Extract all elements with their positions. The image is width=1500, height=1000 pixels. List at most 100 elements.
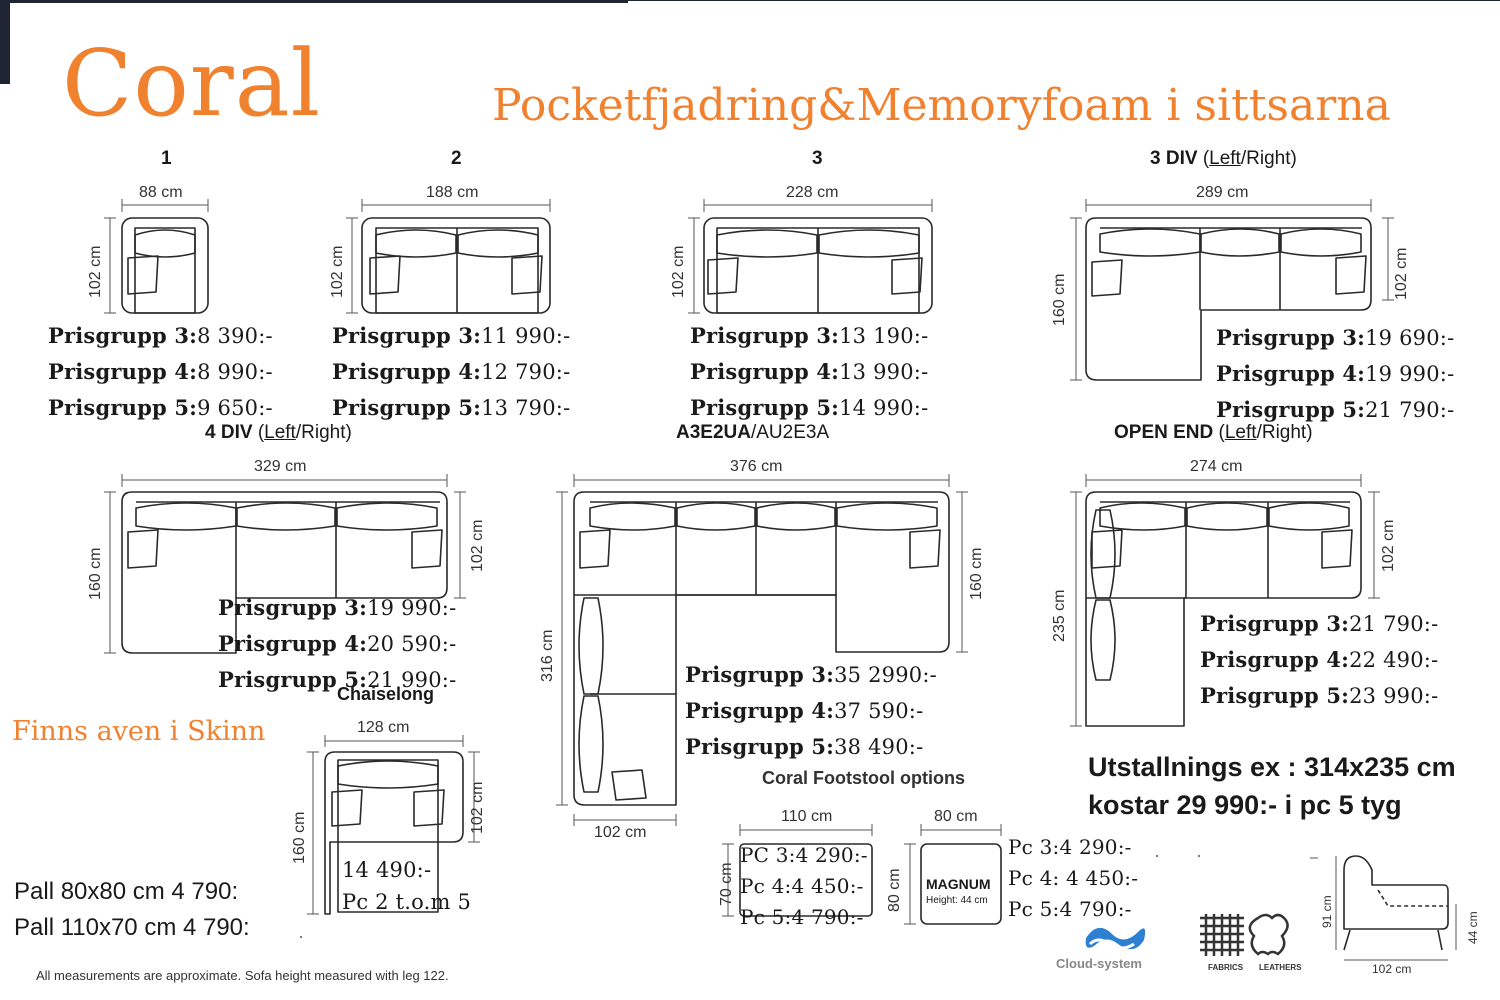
- module-corner-prices: Prisgrupp 3:35 2990:- Prisgrupp 4:37 590…: [685, 657, 937, 765]
- module-1-width: 88 cm: [139, 184, 183, 201]
- footstool-magnum-prices: Pc 3:4 290:- Pc 4: 4 450:- Pc 5:4 790:-: [1008, 832, 1138, 925]
- price-value: 19 990:-: [367, 596, 457, 620]
- price-label: Prisgrupp 5:: [218, 667, 368, 692]
- footstool-price: PC 3:4 290:-: [740, 843, 868, 867]
- module-chaiselong-drawing: [324, 751, 464, 915]
- price-label: Prisgrupp 4:: [685, 698, 835, 723]
- module-openend-prices: Prisgrupp 3:21 790:- Prisgrupp 4:22 490:…: [1200, 606, 1438, 714]
- price-value: 35 2990:-: [834, 663, 937, 687]
- module-3-drawing: [703, 217, 933, 314]
- module-3-width: 228 cm: [786, 184, 839, 201]
- module-corner-header: A3E2UA/AU2E3A: [676, 422, 829, 444]
- cloud-system-label: Cloud-system: [1056, 956, 1142, 971]
- header-left: Left: [1209, 148, 1241, 169]
- price-value: 13 190:-: [839, 324, 929, 348]
- price-value: 8 990:-: [197, 360, 273, 384]
- module-3-prices: Prisgrupp 3:13 190:- Prisgrupp 4:13 990:…: [690, 318, 928, 426]
- footstool-price: Pc 4:4 450:-: [740, 874, 864, 898]
- header-right: /Right): [1256, 422, 1313, 443]
- price-value: 13 990:-: [839, 360, 929, 384]
- top-rule: [10, 0, 628, 3]
- module-3div-depth-left: 160 cm: [1051, 273, 1068, 326]
- price-value: 9 650:-: [197, 396, 273, 420]
- module-openend-header: OPEN END (Left/Right): [1114, 422, 1313, 444]
- magnum-height: Height: 44 cm: [926, 895, 988, 906]
- price-value: 11 990:-: [481, 324, 571, 348]
- module-4div-header: 4 DIV (Left/Right): [205, 422, 352, 444]
- price-label: Prisgrupp 3:: [218, 595, 368, 620]
- footstool-title: Coral Footstool options: [762, 768, 965, 788]
- module-3div-prices: Prisgrupp 3:19 690:- Prisgrupp 4:19 990:…: [1216, 320, 1454, 428]
- module-2-drawing: [361, 217, 551, 314]
- header-open: (: [1202, 148, 1210, 169]
- header-rest: /AU2E3A: [750, 422, 830, 443]
- chaiselong-header: Chaiselong: [337, 684, 435, 704]
- pall-line: Pall 80x80 cm 4 790:: [14, 878, 239, 905]
- price-value: 22 490:-: [1349, 648, 1439, 672]
- price-label: Prisgrupp 5:: [1200, 683, 1350, 708]
- module-2-header: 2: [451, 148, 462, 169]
- price-value: 20 590:-: [367, 632, 457, 656]
- price-label: Prisgrupp 3:: [332, 323, 482, 348]
- price-value: 21 790:-: [1365, 398, 1455, 422]
- price-value: 8 390:-: [197, 324, 273, 348]
- footstool-left-depth: 70 cm: [718, 862, 735, 906]
- footstool-magnum-depth: 80 cm: [886, 868, 903, 912]
- price-label: Prisgrupp 4:: [332, 359, 482, 384]
- side-view-seat: 44 cm: [1466, 911, 1480, 944]
- price-label: Prisgrupp 5:: [685, 734, 835, 759]
- module-4div-width: 329 cm: [254, 458, 307, 475]
- header-open: (: [257, 422, 265, 443]
- header-left: Left: [264, 422, 296, 443]
- page-title: Coral: [62, 30, 322, 137]
- leathers-logo: [1248, 913, 1289, 956]
- price-label: Prisgrupp 3:: [690, 323, 840, 348]
- dimension-lines: [104, 199, 1457, 961]
- module-2-depth: 102 cm: [329, 245, 346, 298]
- leathers-label: LEATHERS: [1259, 963, 1302, 972]
- module-2-width: 188 cm: [426, 184, 479, 201]
- exhibition-note: Utstallnings ex : 314x235 cm kostar 29 9…: [1088, 748, 1456, 824]
- top-rule-thin: [628, 0, 1500, 1]
- magnum-name: MAGNUM: [926, 876, 991, 892]
- header-right: /Right): [295, 422, 352, 443]
- footer-disclaimer: All measurements are approximate. Sofa h…: [36, 968, 449, 983]
- module-1-drawing: [121, 217, 209, 314]
- exhibition-line: Utstallnings ex : 314x235 cm: [1088, 752, 1456, 782]
- header-right: /Right): [1240, 148, 1297, 169]
- price-value: 19 990:-: [1365, 362, 1455, 386]
- module-1-header: 1: [161, 148, 172, 169]
- module-openend-depth-left: 235 cm: [1051, 589, 1068, 642]
- module-3div-drawing: [1085, 217, 1372, 381]
- price-label: Prisgrupp 3:: [685, 662, 835, 687]
- module-corner-depth-right: 160 cm: [968, 547, 985, 600]
- cloud-system-logo: [1085, 927, 1146, 950]
- footstool-magnum-width: 80 cm: [934, 808, 978, 825]
- price-label: Prisgrupp 4:: [690, 359, 840, 384]
- chaiselong-depth-left: 160 cm: [291, 811, 308, 864]
- price-value: 21 790:-: [1349, 612, 1439, 636]
- side-view-drawing: [1343, 855, 1449, 951]
- page-subtitle: Pocketfjadring&Memoryfoam i sittsarna: [492, 80, 1391, 131]
- header-left: Left: [1224, 422, 1257, 443]
- module-2-prices: Prisgrupp 3:11 990:- Prisgrupp 4:12 790:…: [332, 318, 570, 426]
- price-label: Prisgrupp 3:: [1200, 611, 1350, 636]
- footstool-price: Pc 4: 4 450:-: [1008, 866, 1139, 890]
- price-value: 38 490:-: [834, 735, 924, 759]
- module-3div-header: 3 DIV (Left/Right): [1150, 148, 1297, 170]
- price-label: Prisgrupp 4:: [48, 359, 198, 384]
- footstool-price: Pc 3:4 290:-: [1008, 835, 1132, 859]
- footstool-left-width: 110 cm: [781, 808, 833, 825]
- price-label: Prisgrupp 3:: [48, 323, 198, 348]
- price-value: 14 990:-: [839, 396, 929, 420]
- module-3div-depth-right: 102 cm: [1393, 247, 1410, 300]
- chaiselong-width: 128 cm: [357, 719, 410, 736]
- price-value: 37 590:-: [834, 699, 924, 723]
- price-label: Prisgrupp 5:: [48, 395, 198, 420]
- module-openend-width: 274 cm: [1190, 458, 1243, 475]
- price-value: 13 790:-: [481, 396, 571, 420]
- corner-bar: [0, 0, 10, 84]
- chaiselong-depth-right: 102 cm: [469, 781, 486, 834]
- footstool-price: Pc 5:4 790:-: [1008, 897, 1132, 921]
- exhibition-line: kostar 29 990:- i pc 5 tyg: [1088, 790, 1402, 820]
